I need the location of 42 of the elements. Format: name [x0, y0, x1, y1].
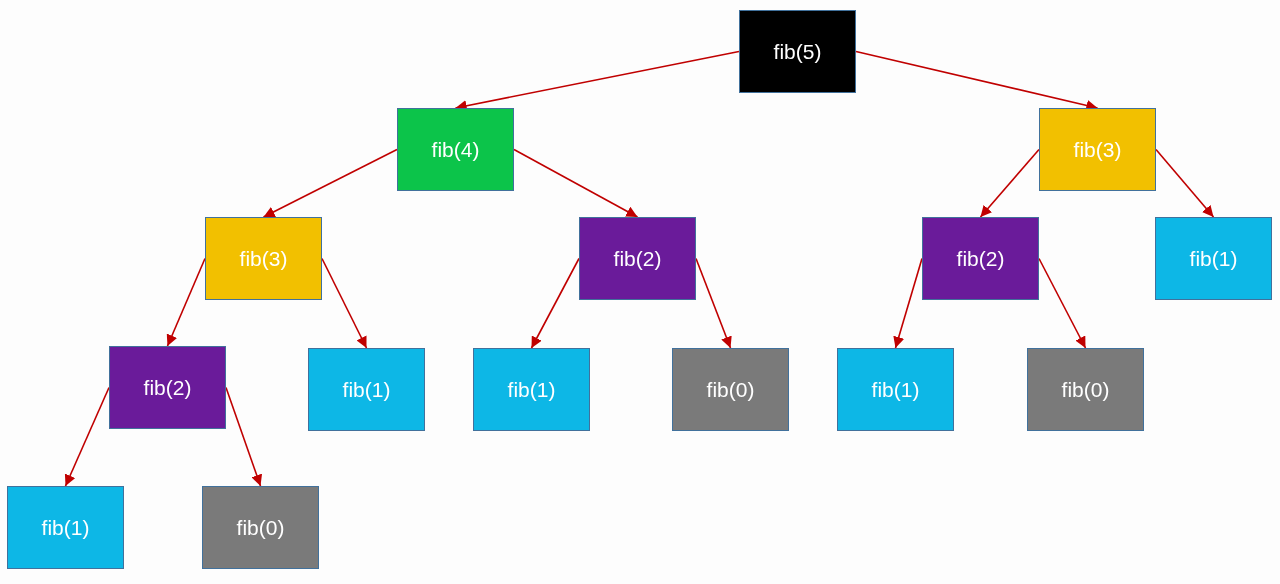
arrow [1155, 148, 1215, 218]
function-call-box [397, 108, 514, 191]
node-label: fib(4) [431, 137, 480, 162]
node-label: fib(1) [507, 377, 556, 402]
function-call-box [308, 348, 425, 431]
function-call-box [202, 486, 319, 569]
arrow [695, 257, 732, 349]
function-call-box [672, 348, 789, 431]
node-label: fib(0) [706, 377, 755, 402]
function-call-box [205, 217, 322, 300]
node-label: fib(2) [613, 246, 662, 271]
arrow [1038, 257, 1087, 349]
node-label: fib(3) [239, 246, 288, 271]
arrow [530, 257, 580, 349]
node-label: fib(2) [143, 375, 192, 400]
function-call-box [922, 217, 1039, 300]
node-label: fib(1) [1189, 246, 1238, 271]
function-call-box [1027, 348, 1144, 431]
node-label: fib(1) [41, 515, 90, 540]
function-call-box [109, 346, 226, 429]
node-label: fib(2) [956, 246, 1005, 271]
node-label: fib(1) [871, 377, 920, 402]
function-call-box [739, 10, 856, 93]
node-label: fib(0) [236, 515, 285, 540]
function-call-box [1155, 217, 1272, 300]
arrow [262, 148, 398, 218]
node-label: fib(0) [1061, 377, 1110, 402]
function-call-box [7, 486, 124, 569]
arrow [225, 386, 263, 487]
function-call-box [473, 348, 590, 431]
arrow [64, 386, 110, 487]
node-label: fib(5) [773, 39, 822, 64]
arrow [979, 148, 1040, 218]
arrow [893, 257, 923, 349]
node-label: fib(3) [1073, 137, 1122, 162]
function-call-box [837, 348, 954, 431]
node-label: fib(1) [342, 377, 391, 402]
function-call-box [579, 217, 696, 300]
function-call-box [1039, 108, 1156, 191]
arrow [321, 257, 368, 349]
arrow [166, 257, 206, 347]
arrow [513, 148, 639, 218]
